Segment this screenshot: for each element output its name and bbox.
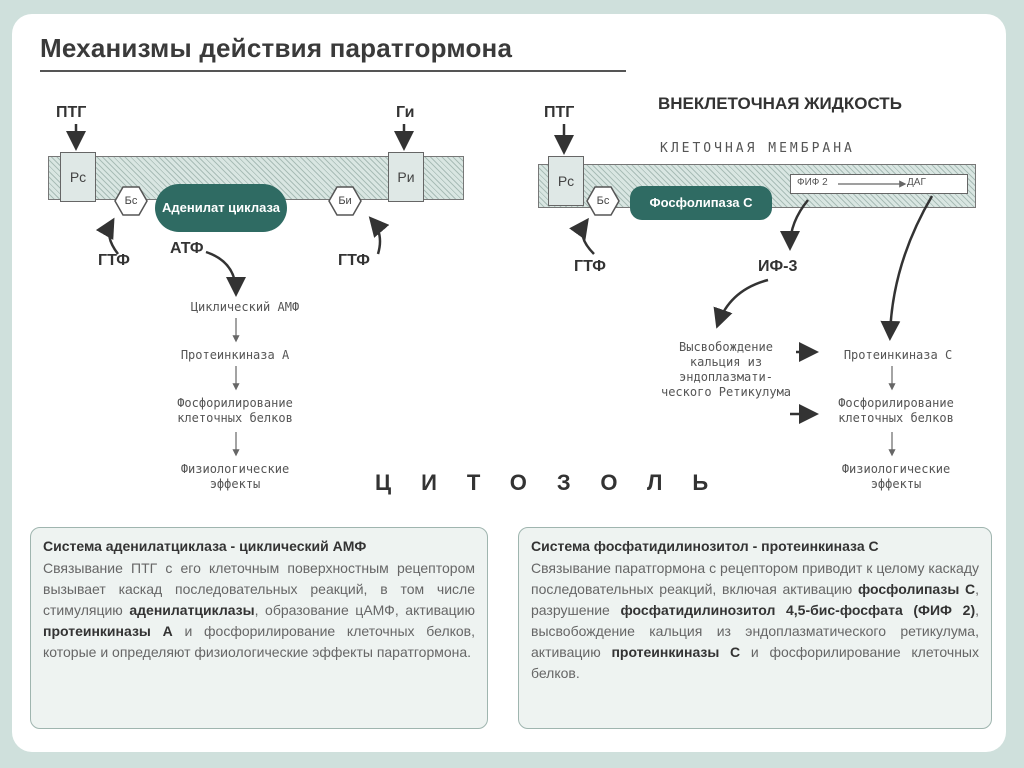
slide-title: Механизмы действия паратгормона	[40, 33, 513, 63]
step-protein-kinase-c: Протеинкиназа С	[843, 348, 953, 362]
step-phosphorylation-right: Фосфорилирование клеточных белков	[838, 396, 954, 425]
ptg-label-right: ПТГ	[544, 104, 575, 121]
cytosol-label: ЦИТОЗОЛЬ	[375, 470, 739, 495]
ptg-label-left: ПТГ	[56, 104, 87, 121]
step-effects-right: Физиологические эффекты	[841, 462, 951, 491]
if3-label: ИФ-3	[758, 258, 798, 275]
calcium-release: Высвобождение кальция из эндоплазмати- ч…	[660, 340, 792, 399]
hexagon-icon	[114, 186, 148, 216]
hexagon-icon	[328, 186, 362, 216]
bs-label-right: Бс	[596, 195, 610, 207]
step-cyclic-amp: Циклический АМФ	[190, 300, 300, 314]
step-protein-kinase-a: Протеинкиназа А	[180, 348, 290, 362]
phospholipase-c: Фосфолипаза С	[630, 186, 772, 220]
hexagon-icon	[586, 186, 620, 216]
receptor-rs-right: Рс	[548, 156, 584, 206]
box-text-phosphatidylinositol: Связывание паратгормона с рецептором при…	[531, 560, 979, 681]
arrow-atf	[205, 250, 246, 297]
dag-label: ДАГ	[907, 177, 926, 188]
step-phosphorylation-left: Фосфорилирование клеточных белков	[177, 396, 293, 425]
receptor-rs-left: Рс	[60, 152, 96, 202]
cell-membrane-label: КЛЕТОЧНАЯ МЕМБРАНА	[660, 141, 855, 156]
adenylate-cyclase: Аденилат циклаза	[155, 184, 287, 232]
bs-label-left: Бс	[124, 195, 138, 207]
arrow-gtf-left	[95, 217, 119, 255]
g-protein-bi: Би	[328, 186, 362, 216]
title-underline	[40, 70, 626, 72]
g-protein-bs-right: Бс	[586, 186, 620, 216]
receptor-ri: Ри	[388, 152, 424, 202]
arrow-gtf-phospholipase	[569, 217, 595, 255]
g-protein-bs-left: Бс	[114, 186, 148, 216]
box-text-adenylate: Связывание ПТГ с его клеточным поверхнос…	[43, 560, 476, 660]
step-effects-left: Физиологические эффекты	[180, 462, 290, 491]
bi-label: Би	[338, 195, 352, 207]
box-title-adenylate: Система аденилатциклаза - циклический АМ…	[43, 538, 367, 554]
info-box-phosphatidylinositol: Система фосфатидилинозитол - протеинкина…	[518, 527, 992, 729]
arrow-if3-calcium	[713, 278, 769, 329]
gtf-label-left: ГТФ	[98, 252, 130, 269]
atf-label: АТФ	[170, 240, 204, 257]
arrow-to-if3	[780, 199, 809, 251]
gtf-label-right: ГТФ	[338, 252, 370, 269]
box-title-phosphatidylinositol: Система фосфатидилинозитол - протеинкина…	[531, 538, 879, 554]
arrow-dag-pkc	[880, 195, 934, 341]
arrow-gtf-right	[368, 216, 390, 255]
gtf-label-phospholipase: ГТФ	[574, 258, 606, 275]
gi-label: Ги	[396, 104, 415, 121]
fif2-label: ФИФ 2	[797, 177, 828, 188]
info-box-adenylate: Система аденилатциклаза - циклический АМ…	[30, 527, 488, 729]
extracellular-fluid-label: ВНЕКЛЕТОЧНАЯ ЖИДКОСТЬ	[658, 94, 902, 113]
